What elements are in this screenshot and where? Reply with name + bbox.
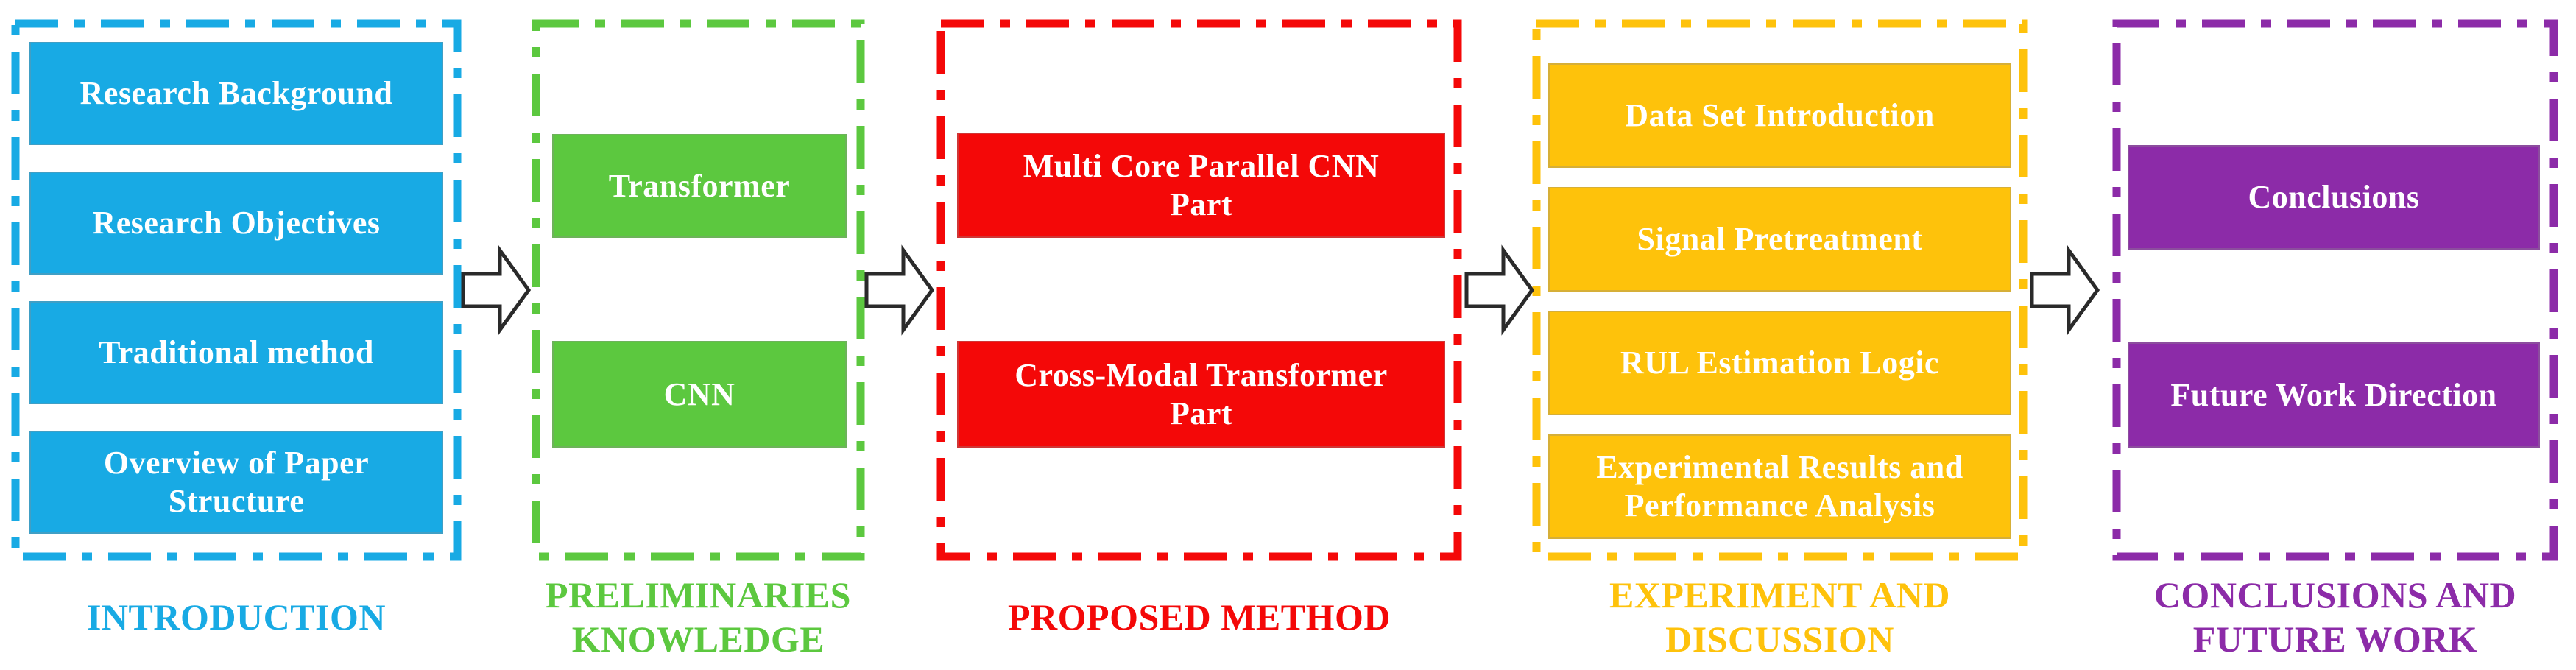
box-rul-estimation-logic-text: RUL Estimation Logic (1620, 345, 1939, 381)
dashed-frame-conclusions (2112, 19, 2558, 561)
column-label-preliminaries-knowledge: PRELIMINARIES KNOWLEDGE (532, 573, 865, 661)
box-experimental-results-text: Experimental Results and Performance Ana… (1596, 449, 1963, 523)
box-cnn: CNN (552, 341, 847, 448)
column-conclusions-future-work: Conclusions Future Work Direction CONCLU… (2112, 19, 2558, 660)
flow-arrow-3 (1464, 244, 1535, 336)
column-label-experiment-discussion: EXPERIMENT AND DISCUSSION (1532, 573, 2028, 661)
column-preliminaries-knowledge: Transformer CNN PRELIMINARIES KNOWLEDGE (532, 19, 865, 660)
dashed-frame-proposed-method (936, 19, 1462, 561)
column-introduction: Research Background Research Objectives … (11, 19, 462, 638)
flow-arrow-1 (461, 244, 532, 336)
box-signal-pretreatment: Signal Pretreatment (1548, 187, 2011, 292)
label-line: INTRODUCTION (86, 596, 387, 638)
label-line: EXPERIMENT AND (1609, 574, 1951, 616)
label-line: CONCLUSIONS AND (2153, 574, 2517, 616)
box-traditional-method-text: Traditional method (99, 334, 374, 370)
column-label-proposed-method: PROPOSED METHOD (936, 573, 1462, 661)
box-research-background: Research Background (29, 42, 443, 145)
box-future-work-direction: Future Work Direction (2128, 342, 2540, 448)
column-label-introduction: INTRODUCTION (11, 573, 462, 661)
label-line: PROPOSED METHOD (1007, 596, 1391, 638)
box-signal-pretreatment-text: Signal Pretreatment (1637, 221, 1923, 257)
box-conclusions-text: Conclusions (2248, 179, 2420, 215)
box-experimental-results: Experimental Results and Performance Ana… (1548, 434, 2011, 539)
box-multi-core-parallel-cnn-text: Multi Core Parallel CNN Part (1023, 147, 1380, 222)
box-overview-paper-structure-text: Overview of Paper Structure (103, 445, 370, 519)
dashed-frame-preliminaries (532, 19, 865, 561)
box-cross-modal-transformer-text: Cross-Modal Transformer Part (1014, 356, 1388, 431)
box-conclusions: Conclusions (2128, 145, 2540, 250)
dashed-frame-introduction (11, 19, 462, 561)
label-line: KNOWLEDGE (571, 618, 825, 660)
box-cross-modal-transformer: Cross-Modal Transformer Part (957, 341, 1445, 448)
box-transformer: Transformer (552, 134, 847, 238)
box-cnn-text: CNN (663, 375, 735, 412)
label-line: PRELIMINARIES (546, 574, 851, 616)
box-data-set-introduction: Data Set Introduction (1548, 63, 2011, 168)
box-research-background-text: Research Background (80, 75, 393, 111)
box-research-objectives: Research Objectives (29, 172, 443, 275)
column-experiment-discussion: Data Set Introduction Signal Pretreatmen… (1532, 19, 2028, 660)
flow-arrow-4 (2030, 244, 2100, 336)
label-line: FUTURE WORK (2192, 618, 2478, 660)
box-future-work-direction-text: Future Work Direction (2170, 376, 2497, 413)
flow-arrow-2 (864, 244, 935, 336)
column-label-conclusions-future-work: CONCLUSIONS AND FUTURE WORK (2112, 573, 2558, 661)
box-overview-paper-structure: Overview of Paper Structure (29, 431, 443, 534)
box-rul-estimation-logic: RUL Estimation Logic (1548, 311, 2011, 415)
label-line: DISCUSSION (1665, 618, 1894, 660)
box-traditional-method: Traditional method (29, 301, 443, 404)
box-transformer-text: Transformer (608, 167, 791, 204)
column-proposed-method: Multi Core Parallel CNN Part Cross-Modal… (936, 19, 1462, 638)
box-data-set-introduction-text: Data Set Introduction (1625, 97, 1935, 133)
box-multi-core-parallel-cnn: Multi Core Parallel CNN Part (957, 133, 1445, 238)
box-research-objectives-text: Research Objectives (92, 205, 381, 241)
dashed-frame-experiment (1532, 19, 2028, 561)
